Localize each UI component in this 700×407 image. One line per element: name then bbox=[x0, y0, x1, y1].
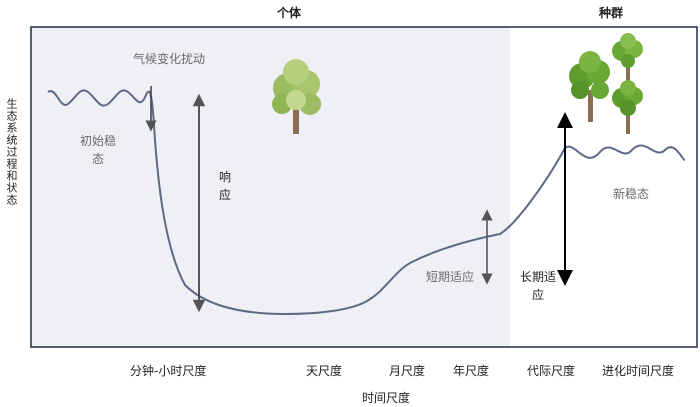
timescale-label: 天尺度 bbox=[306, 364, 343, 378]
tree-icon bbox=[569, 51, 610, 122]
timescale-label: 年尺度 bbox=[453, 364, 490, 378]
tree-icon bbox=[272, 59, 321, 134]
timescale-label: 分钟-小时尺度 bbox=[130, 364, 207, 378]
timescale-label: 进化时间尺度 bbox=[602, 364, 675, 378]
y-axis-label: 生态系统过程和状态 bbox=[5, 98, 18, 206]
tree-icon bbox=[612, 80, 643, 134]
long-term-adaptation-label: 长期适应 bbox=[520, 270, 557, 302]
plot-frame bbox=[30, 26, 698, 348]
climate-disturbance-label: 气候变化扰动 bbox=[133, 52, 206, 66]
x-axis-label: 时间尺度 bbox=[362, 391, 411, 405]
initial-state-label: 初始稳态 bbox=[80, 134, 117, 166]
ecosystem-state-curve bbox=[47, 89, 686, 316]
timescale-label: 月尺度 bbox=[389, 364, 426, 378]
population-header: 种群 bbox=[599, 6, 624, 20]
individual-header: 个体 bbox=[277, 6, 302, 20]
individual-region bbox=[31, 27, 510, 347]
timescale-label: 代际尺度 bbox=[527, 364, 576, 378]
new-state-label: 新稳态 bbox=[612, 187, 649, 201]
tree-icon bbox=[612, 33, 643, 83]
response-label: 响应 bbox=[218, 170, 231, 202]
short-term-adaptation-label: 短期适应 bbox=[425, 270, 474, 284]
